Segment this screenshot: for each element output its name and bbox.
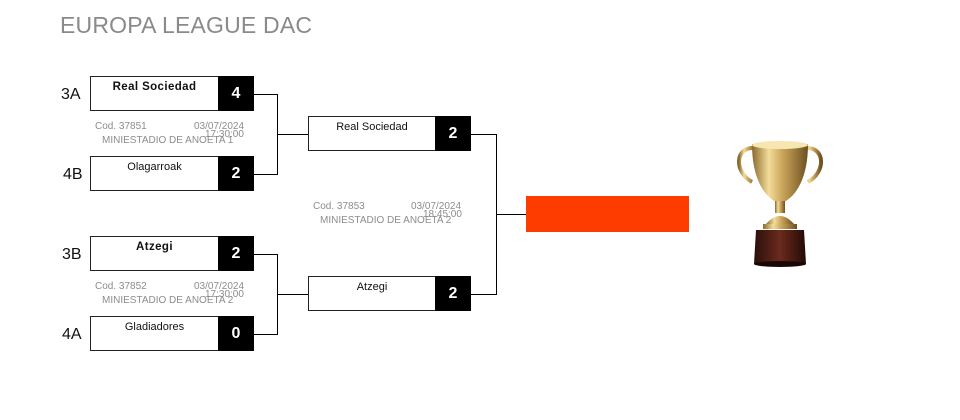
page-title: EUROPA LEAGUE DAC xyxy=(60,12,313,38)
match-time: 17:30:00 xyxy=(205,289,244,300)
team-slot-atzegi[interactable]: Atzegi 2 xyxy=(90,236,254,271)
trophy-icon xyxy=(730,138,830,270)
bracket-connector xyxy=(277,294,308,295)
seed-label: 4A xyxy=(62,326,82,343)
bracket-connector xyxy=(253,94,278,95)
match-time: 17:30:00 xyxy=(205,129,244,140)
bracket-connector xyxy=(253,254,278,255)
seed-label: 3B xyxy=(62,246,82,263)
score-badge: 2 xyxy=(435,116,471,151)
score-badge: 2 xyxy=(218,236,254,271)
match-code: Cod. 37852 xyxy=(95,281,147,292)
match-venue: MINIESTADIO DE ANOETA 2 xyxy=(102,295,234,306)
team-slot-real-sociedad[interactable]: Real Sociedad 4 xyxy=(90,76,254,111)
score-badge: 4 xyxy=(218,76,254,111)
match-venue: MINIESTADIO DE ANOETA 2 xyxy=(320,215,452,226)
bracket-connector xyxy=(253,334,278,335)
bracket-connector xyxy=(470,294,497,295)
match-venue: MINIESTADIO DE ANOETA 1 xyxy=(102,135,234,146)
team-name: Olagarroak xyxy=(127,161,182,173)
team-name: Real Sociedad xyxy=(336,121,408,133)
match-date: 03/07/2024 xyxy=(194,281,245,292)
match-date: 03/07/2024 xyxy=(194,121,245,132)
bracket-connector xyxy=(496,214,526,215)
score-badge: 2 xyxy=(435,276,471,311)
final-winner-slot[interactable] xyxy=(526,196,689,232)
match-code: Cod. 37853 xyxy=(313,201,365,212)
match-date: 03/07/2024 xyxy=(411,201,462,212)
match-time: 18:45:00 xyxy=(423,209,462,220)
bracket-connector xyxy=(253,174,278,175)
team-name: Atzegi xyxy=(136,241,173,253)
team-slot-real-sociedad-r2[interactable]: Real Sociedad 2 xyxy=(308,116,471,151)
bracket-connector xyxy=(277,134,308,135)
team-slot-olagarroak[interactable]: Olagarroak 2 xyxy=(90,156,254,191)
team-name: Real Sociedad xyxy=(112,81,197,93)
team-name: Atzegi xyxy=(356,281,388,293)
team-slot-gladiadores[interactable]: Gladiadores 0 xyxy=(90,316,254,351)
team-slot-atzegi-r2[interactable]: Atzegi 2 xyxy=(308,276,471,311)
bracket-connector xyxy=(470,134,497,135)
match-code: Cod. 37851 xyxy=(95,121,147,132)
seed-label: 4B xyxy=(63,166,83,183)
score-badge: 2 xyxy=(218,156,254,191)
team-name: Gladiadores xyxy=(124,321,185,333)
score-badge: 0 xyxy=(218,316,254,351)
seed-label: 3A xyxy=(61,86,81,103)
